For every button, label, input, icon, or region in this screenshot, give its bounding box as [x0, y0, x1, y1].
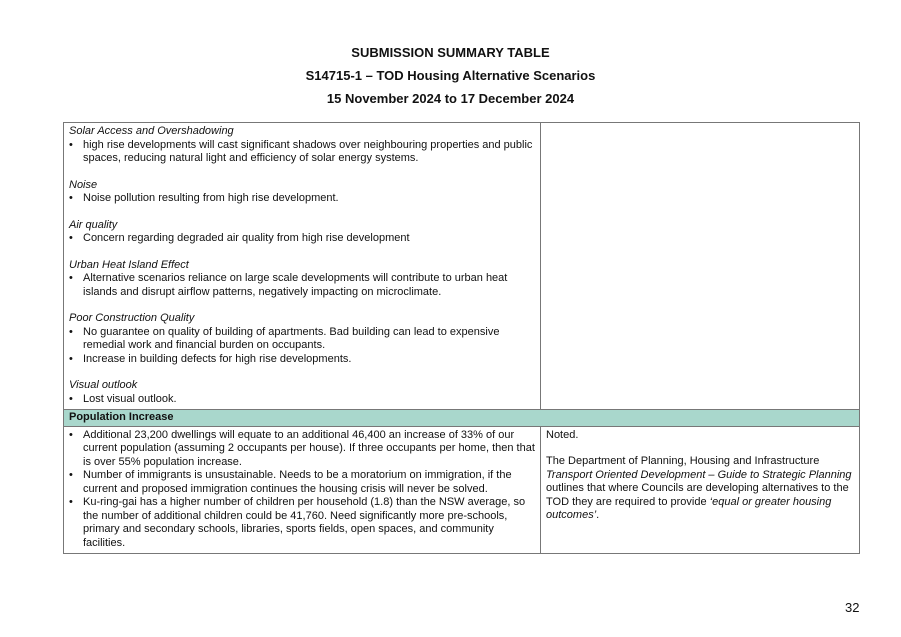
issue-heading: Urban Heat Island Effect [69, 258, 189, 271]
spacer [69, 299, 535, 312]
issue-heading: Poor Construction Quality [69, 312, 195, 324]
response-part: outlines that where Councils are develop… [546, 482, 849, 508]
table-row: Solar Access and Overshadowing high rise … [63, 122, 860, 410]
list-item: Noise pollution resulting from high rise… [69, 192, 535, 206]
table-row: Additional 23,200 dwellings will equate … [63, 425, 860, 554]
list-item: high rise developments will cast signifi… [69, 139, 535, 166]
list-item: Ku-ring-gai has a higher number of child… [69, 496, 535, 550]
issue-list: Concern regarding degraded air quality f… [69, 232, 535, 246]
issue-list: Alternative scenarios reliance on large … [69, 272, 535, 299]
issue-list: No guarantee on quality of building of a… [69, 326, 535, 367]
list-item: Increase in building defects for high ri… [69, 353, 535, 367]
list-item: Number of immigrants is unsustainable. N… [69, 469, 535, 496]
issue-heading: Air quality [69, 218, 118, 231]
document-dates: 15 November 2024 to 17 December 2024 [326, 91, 575, 106]
list-item: Concern regarding degraded air quality f… [69, 232, 535, 246]
list-item: No guarantee on quality of building of a… [69, 326, 535, 353]
section-row: Population Increase [63, 409, 860, 427]
issue-heading: Noise [69, 178, 98, 191]
spacer [69, 246, 535, 259]
spacer [69, 166, 535, 179]
submission-table: Solar Access and Overshadowing high rise … [63, 122, 860, 554]
document-title: SUBMISSION SUMMARY TABLE [351, 45, 550, 60]
issue-heading: Solar Access and Overshadowing [69, 125, 234, 137]
issues-cell: Additional 23,200 dwellings will equate … [63, 425, 541, 554]
response-text: The Department of Planning, Housing and … [546, 455, 854, 523]
response-cell [540, 122, 860, 410]
list-item: Lost visual outlook. [69, 393, 535, 407]
issues-cell: Solar Access and Overshadowing high rise … [63, 122, 541, 410]
spacer [69, 366, 535, 379]
response-part: . [596, 509, 600, 521]
issue-list: Noise pollution resulting from high rise… [69, 192, 535, 206]
document-subtitle: S14715-1 – TOD Housing Alternative Scena… [305, 68, 596, 83]
issue-list: Lost visual outlook. [69, 393, 535, 407]
section-heading: Population Increase [63, 409, 860, 427]
response-quote: ‘equal or greater housing outcomes’ [546, 495, 832, 522]
response-guide-title: Transport Oriented Development – Guide t… [546, 468, 852, 481]
spacer [69, 206, 535, 219]
list-item: Alternative scenarios reliance on large … [69, 272, 535, 299]
response-part: The Department of Planning, Housing and … [546, 455, 820, 467]
issue-heading: Visual outlook [69, 379, 138, 391]
list-item: Additional 23,200 dwellings will equate … [69, 429, 535, 470]
page-number: 32 [845, 600, 860, 615]
response-cell: Noted. The Department of Planning, Housi… [540, 425, 860, 554]
issue-list: high rise developments will cast signifi… [69, 139, 535, 166]
response-noted: Noted. [546, 428, 579, 441]
